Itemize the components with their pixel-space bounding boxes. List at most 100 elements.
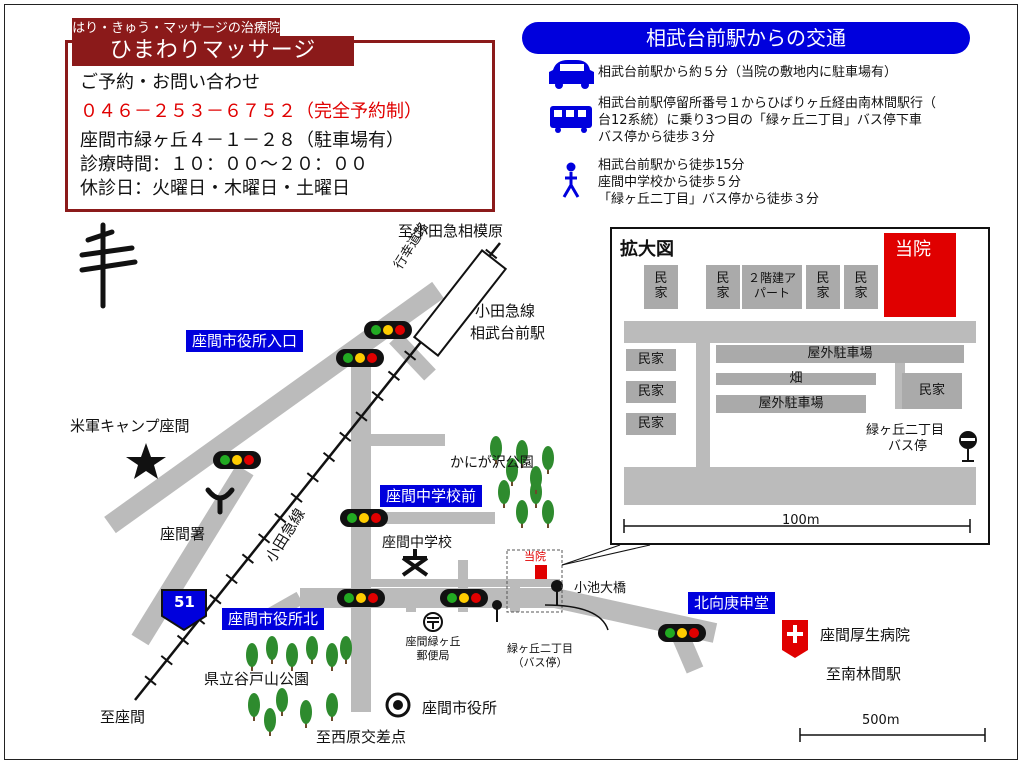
kitamuki-koshindo-label: 北向庚申堂 bbox=[688, 592, 776, 614]
tree-icon bbox=[276, 688, 288, 716]
tree-icon bbox=[300, 700, 312, 728]
clinic-address: 座間市緑ヶ丘４－１－２８（駐車場有） bbox=[80, 130, 404, 151]
bus-stop-icon bbox=[492, 600, 502, 622]
field: 畑 bbox=[716, 372, 876, 385]
odakyu-line-label: 小田急線 bbox=[475, 302, 536, 320]
rail-tick bbox=[306, 472, 319, 483]
enlarged-map: 拡大図 当院 民家 民家 ２階建アパート 民家 民家 民家 民家 民家 屋外駐車… bbox=[610, 227, 990, 545]
traffic-signal-icon bbox=[658, 624, 706, 642]
access-bus-line-1: 相武台前駅停留所番号１からひばりヶ丘経由南林間駅行（ bbox=[598, 96, 937, 111]
tree-icon bbox=[542, 446, 554, 474]
inset-road-top bbox=[624, 321, 976, 343]
traffic-signal-icon bbox=[440, 589, 488, 607]
inset-road-stub bbox=[895, 349, 905, 409]
bus-stop-label-1: 緑ヶ丘二丁目 bbox=[507, 642, 573, 655]
phone-number[interactable]: ０４６－２５３－６７５２（完全予約制） bbox=[80, 101, 422, 122]
house: 民家 bbox=[626, 381, 676, 403]
to-odakyu-sagamihara-label: 至小田急相模原 bbox=[398, 222, 504, 240]
zama-jhs-label: 座間中学校 bbox=[382, 535, 452, 551]
tree-icon bbox=[306, 636, 318, 664]
house: 民家 bbox=[844, 265, 878, 309]
house: 民家 bbox=[626, 349, 676, 371]
rail-tick bbox=[404, 350, 417, 361]
tree-icon bbox=[498, 480, 510, 508]
access-walk-line-3: 「緑ヶ丘二丁目」バス停から徒歩３分 bbox=[598, 192, 820, 207]
clinic-marker-box bbox=[506, 549, 563, 613]
rail-tick bbox=[225, 573, 238, 585]
rail-tick bbox=[485, 248, 498, 260]
clinic-info-box bbox=[65, 40, 495, 212]
zama-kosei-hospital-label: 座間厚生病院 bbox=[820, 626, 911, 644]
house-label: 民家 bbox=[854, 271, 868, 301]
traffic-signal-icon bbox=[336, 349, 384, 367]
main-scale-label: 500m bbox=[862, 713, 900, 728]
rail-tick bbox=[355, 411, 368, 422]
tree-icon bbox=[490, 436, 502, 464]
inset-clinic-label: 当院 bbox=[895, 239, 931, 260]
house-label: 民家 bbox=[654, 271, 668, 301]
tree-icon bbox=[542, 500, 554, 528]
access-bus-line-2: 台12系統）に乗り3つ目の「緑ヶ丘二丁目」バス停下車 bbox=[598, 113, 922, 128]
trees bbox=[246, 436, 554, 736]
rail-tick bbox=[258, 533, 271, 544]
tree-icon bbox=[248, 693, 260, 721]
rail-tick bbox=[209, 594, 222, 605]
tree-icon bbox=[264, 708, 276, 736]
house: 民家 bbox=[806, 265, 840, 309]
city-hall-icon bbox=[385, 692, 411, 718]
post-office-icon bbox=[423, 612, 443, 632]
rail-tick bbox=[322, 451, 336, 463]
car-icon bbox=[549, 60, 594, 89]
inset-bus-stop-label-1: 緑ヶ丘二丁目 bbox=[866, 423, 945, 438]
city-hall-north-label: 座間市役所北 bbox=[222, 608, 325, 630]
apartment-label: ２階建アパート bbox=[747, 271, 796, 300]
outdoor-parking-1: 屋外駐車場 bbox=[716, 345, 964, 363]
rail-tick bbox=[371, 390, 384, 402]
tree-icon bbox=[516, 500, 528, 528]
rail-tick bbox=[339, 431, 352, 442]
clinic-mark-label: 当院 bbox=[524, 550, 546, 563]
station-platform bbox=[412, 249, 508, 357]
house: 民家 bbox=[706, 265, 740, 309]
post-office-label-1: 座間緑ヶ丘 bbox=[405, 635, 461, 648]
rail-tick bbox=[387, 370, 401, 381]
inset-title: 拡大図 bbox=[620, 239, 674, 260]
traffic-signal-icon bbox=[337, 589, 385, 607]
bus-stop-label-2: （バス停） bbox=[512, 656, 568, 669]
zama-jhs-front-label: 座間中学校前 bbox=[380, 485, 483, 507]
inset-scale bbox=[623, 519, 971, 533]
school-icon bbox=[401, 549, 429, 577]
north-arrow bbox=[79, 222, 138, 309]
rail-tick bbox=[144, 675, 157, 686]
to-nishihara-label: 至西原交差点 bbox=[316, 728, 407, 746]
callout-line bbox=[561, 544, 621, 566]
clinic-name: ひまわりマッサージ bbox=[72, 36, 354, 66]
clinic-subtitle: はり・きゅう・マッサージの治療院 bbox=[72, 18, 280, 40]
tree-icon bbox=[326, 693, 338, 721]
house-label: 民家 bbox=[816, 271, 830, 301]
access-bus-line-3: バス停から徒歩３分 bbox=[598, 130, 716, 145]
post-office-label-2: 郵便局 bbox=[416, 649, 450, 662]
hospital-icon bbox=[782, 620, 808, 658]
house: 民家 bbox=[626, 413, 676, 435]
tree-icon bbox=[326, 643, 338, 671]
outdoor-parking-2: 屋外駐車場 bbox=[716, 395, 866, 413]
tree-icon bbox=[266, 636, 278, 664]
inset-road-vertical bbox=[696, 321, 710, 489]
reserve-label: ご予約・お問い合わせ bbox=[80, 72, 260, 93]
house-label: 民家 bbox=[716, 271, 730, 301]
route-51-icon bbox=[161, 589, 207, 632]
traffic-signal-icon bbox=[340, 509, 388, 527]
city-hall-label: 座間市役所 bbox=[422, 699, 498, 717]
access-car: 相武台前駅から約５分（当院の敷地内に駐車場有） bbox=[598, 65, 898, 80]
tree-icon bbox=[506, 458, 518, 486]
inset-road-bottom bbox=[624, 467, 976, 505]
inset-bus-stop-icon bbox=[959, 431, 977, 462]
apartment: ２階建アパート bbox=[742, 265, 802, 309]
access-walk-line-1: 相武台前駅から徒歩15分 bbox=[598, 158, 745, 173]
rail-tick bbox=[274, 512, 287, 524]
access-title: 相武台前駅からの交通 bbox=[522, 22, 970, 54]
map-frame bbox=[4, 4, 1018, 760]
police-label: 座間署 bbox=[160, 525, 206, 543]
tree-icon bbox=[530, 466, 542, 494]
